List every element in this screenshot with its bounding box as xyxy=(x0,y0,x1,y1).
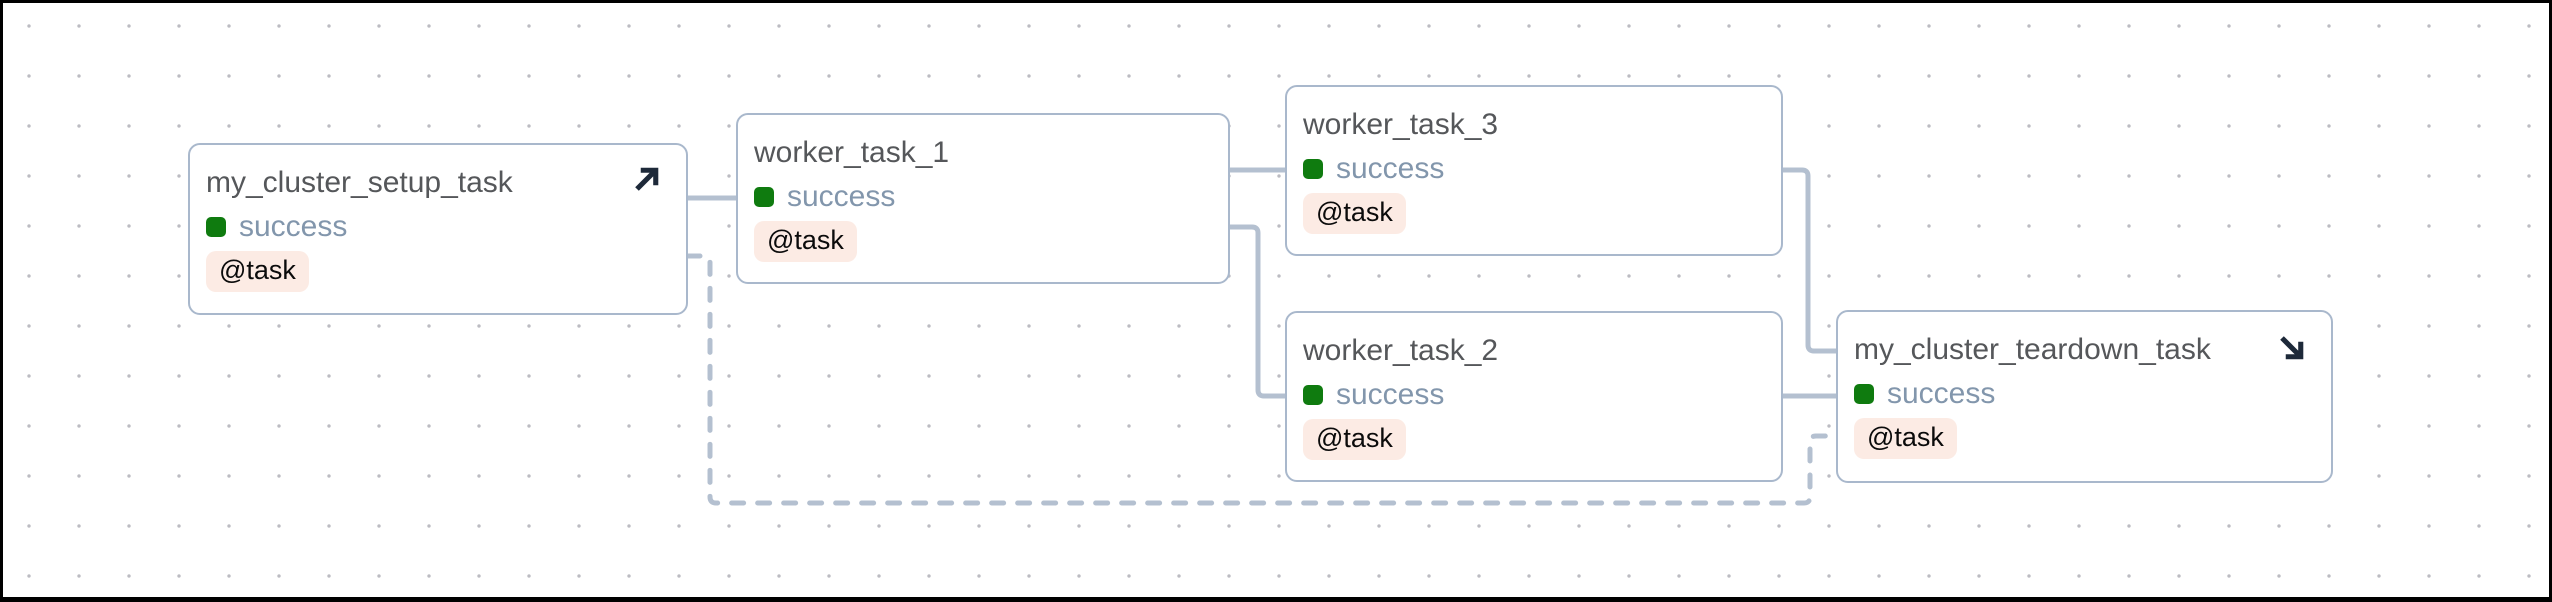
setup-arrow-up-right-icon xyxy=(635,167,659,191)
task-title: my_cluster_teardown_task xyxy=(1854,333,2211,366)
task-status-label: success xyxy=(1336,152,1445,185)
edge-worker3-to-teardown xyxy=(1783,167,1836,354)
task-decorator-badge: @task xyxy=(1303,193,1406,234)
task-node-worker-task-1[interactable]: worker_task_1 success @task xyxy=(736,113,1230,284)
task-node-worker-task-3[interactable]: worker_task_3 success @task xyxy=(1285,85,1783,256)
success-status-icon xyxy=(754,187,774,207)
task-node-worker-task-2[interactable]: worker_task_2 success @task xyxy=(1285,311,1783,482)
task-status-label: success xyxy=(239,210,348,243)
success-status-icon xyxy=(1303,159,1323,179)
task-title: worker_task_1 xyxy=(754,136,950,169)
dag-edges-layer xyxy=(685,167,1839,506)
task-title: worker_task_2 xyxy=(1303,334,1499,367)
success-status-icon xyxy=(1303,385,1323,405)
task-status-label: success xyxy=(1887,377,1996,410)
task-decorator-badge: @task xyxy=(1303,419,1406,460)
task-decorator-badge: @task xyxy=(1854,418,1957,459)
task-status-row: success xyxy=(1303,378,1761,411)
success-status-icon xyxy=(1854,384,1874,404)
task-decorator-badge: @task xyxy=(206,251,309,292)
task-status-row: success xyxy=(754,180,1208,213)
task-status-row: success xyxy=(1854,377,2311,410)
edge-worker1-to-worker2 xyxy=(1230,224,1285,399)
success-status-icon xyxy=(206,217,226,237)
task-status-row: success xyxy=(1303,152,1761,185)
task-status-label: success xyxy=(787,180,896,213)
teardown-arrow-down-right-icon xyxy=(2280,336,2304,360)
task-node-my-cluster-setup-task[interactable]: my_cluster_setup_task success @task xyxy=(188,143,688,315)
edge-setup-to-teardown-dashed xyxy=(685,253,1839,506)
task-decorator-badge: @task xyxy=(754,221,857,262)
task-title: worker_task_3 xyxy=(1303,108,1499,141)
task-title: my_cluster_setup_task xyxy=(206,166,513,199)
task-status-row: success xyxy=(206,210,666,243)
task-status-label: success xyxy=(1336,378,1445,411)
task-node-my-cluster-teardown-task[interactable]: my_cluster_teardown_task success @task xyxy=(1836,310,2333,483)
